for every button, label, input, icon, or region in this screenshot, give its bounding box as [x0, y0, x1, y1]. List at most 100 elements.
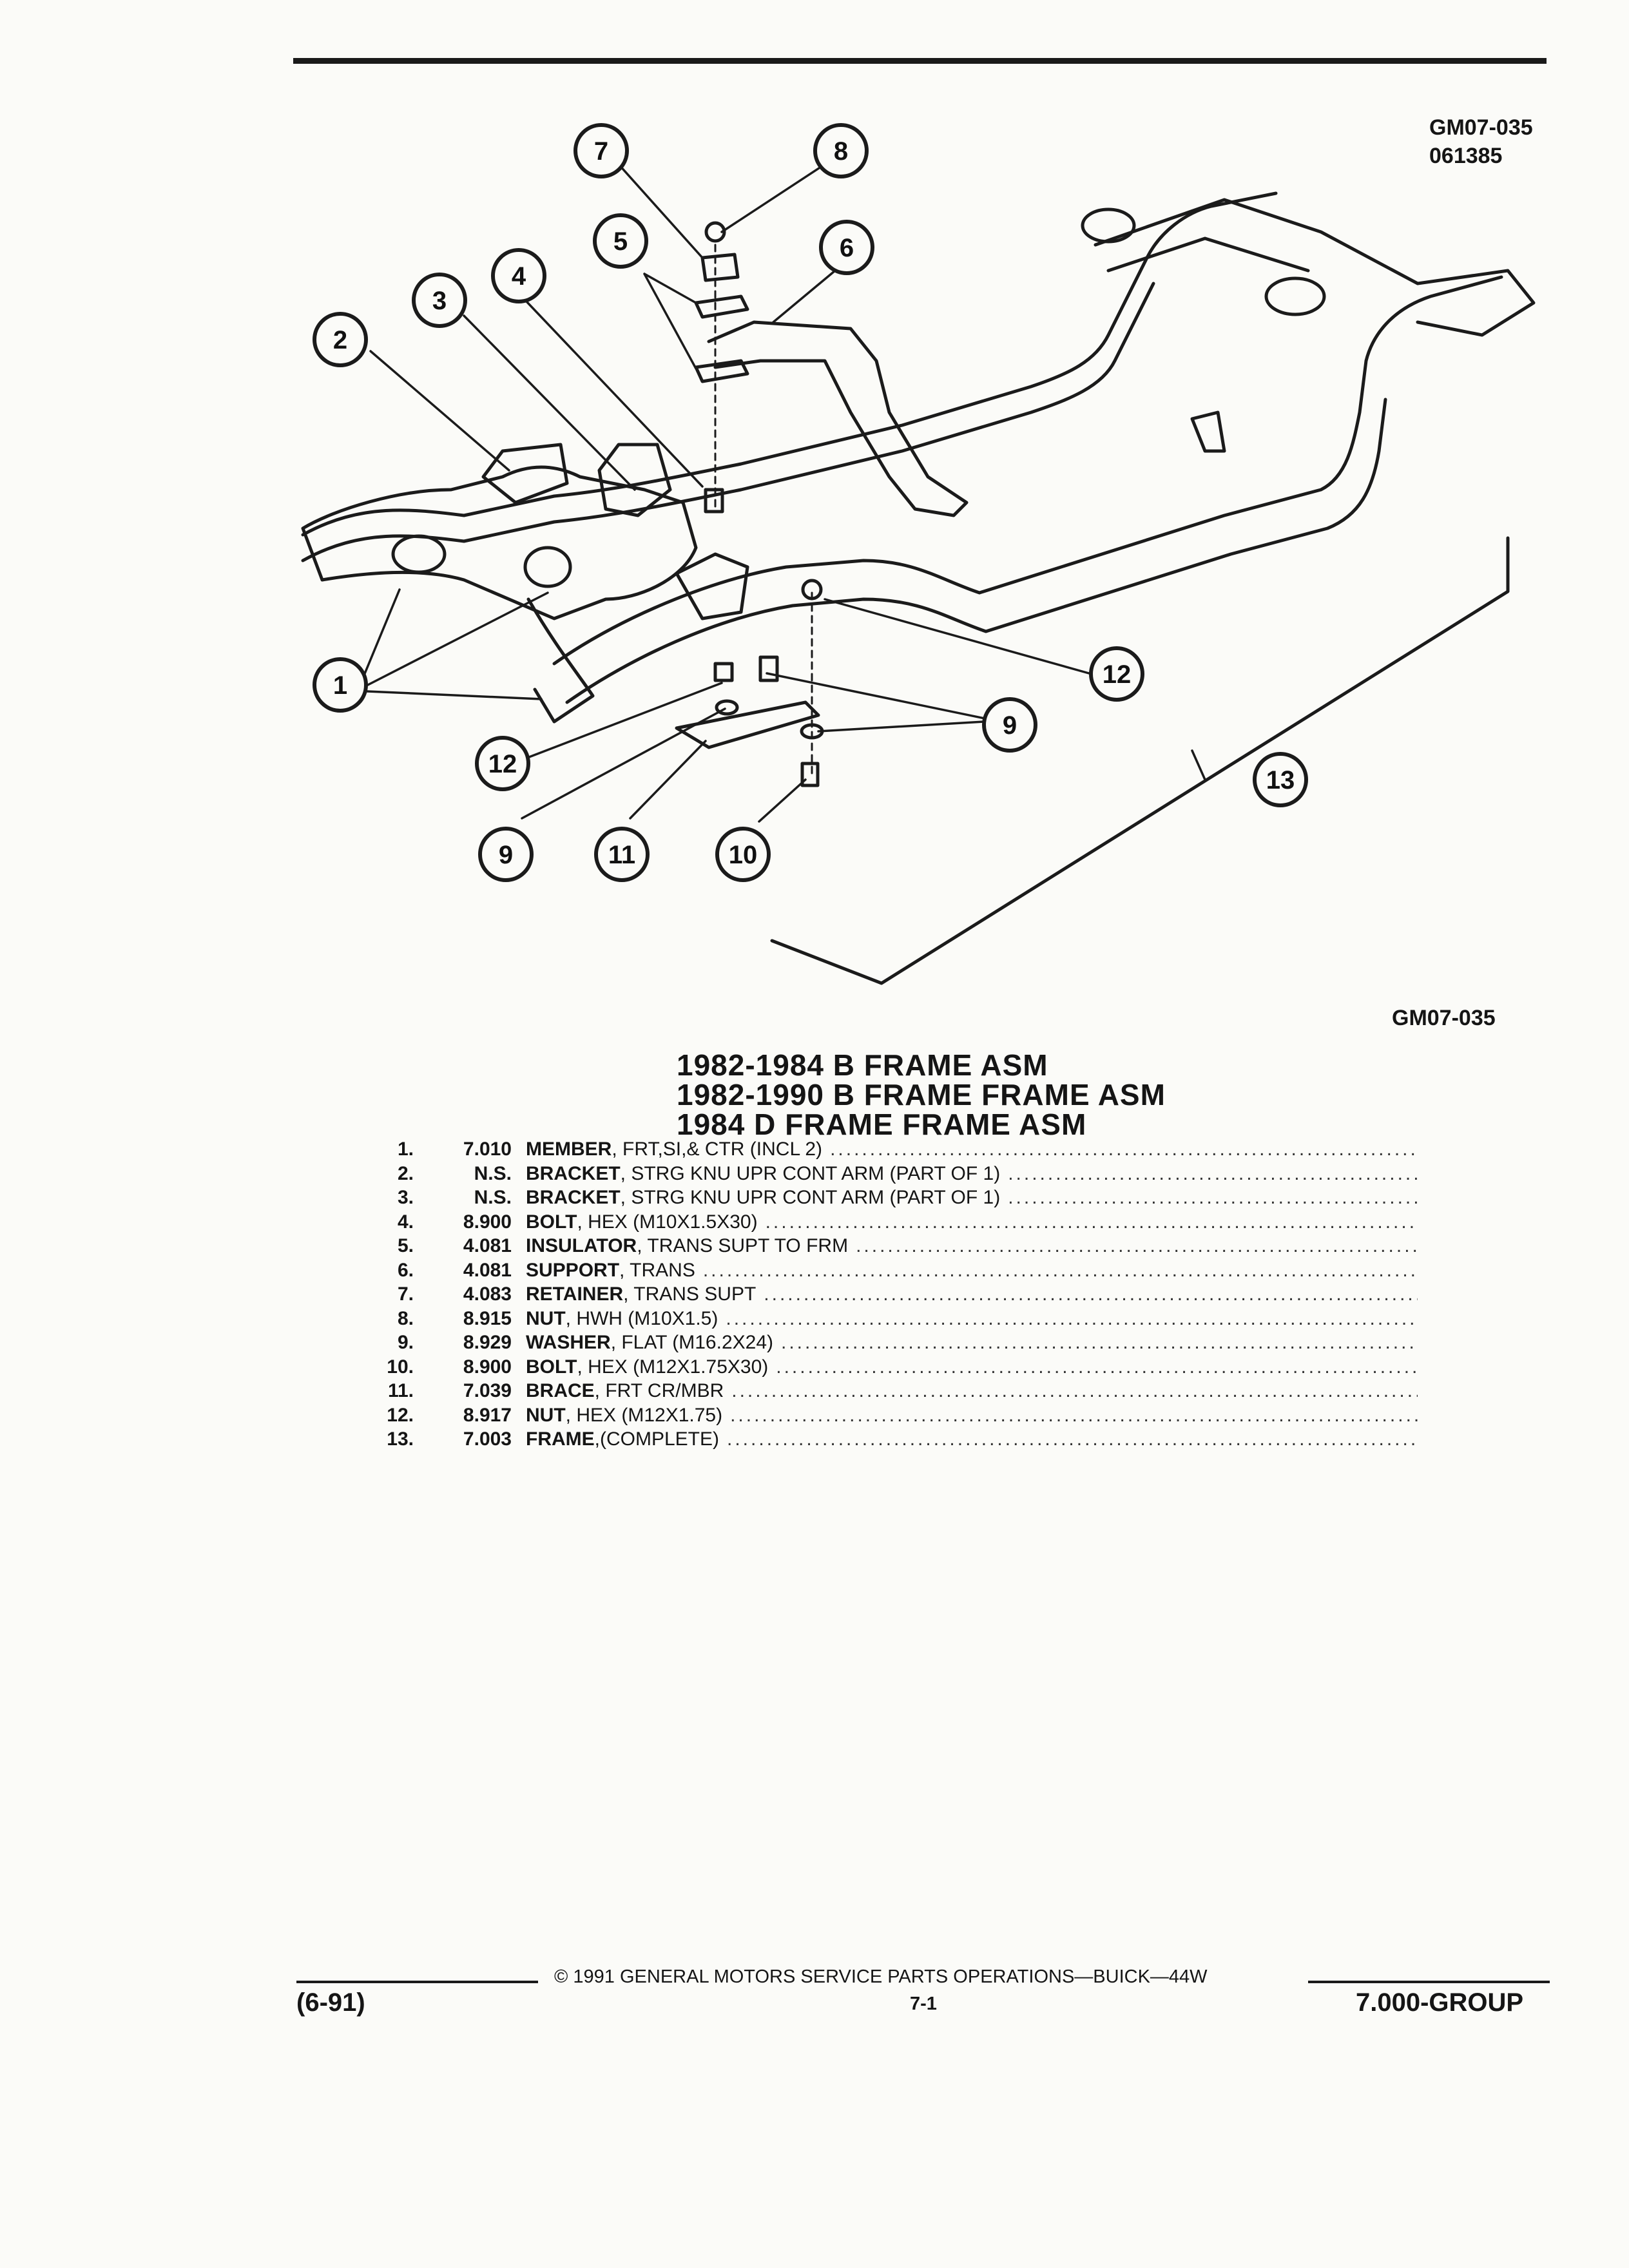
part-number: 3.: [397, 1187, 414, 1208]
part-number: 4.: [397, 1211, 414, 1233]
part-number: 7.: [397, 1283, 414, 1305]
part-number: 10.: [387, 1356, 414, 1378]
footer-group: 7.000-GROUP: [1356, 1988, 1524, 2017]
title-line-2: 1982-1990 B FRAME FRAME ASM: [677, 1078, 1166, 1111]
callout-12a: 12: [1103, 660, 1132, 689]
part-group: N.S.: [474, 1162, 512, 1184]
header-ref-date: 061385: [1429, 144, 1503, 168]
assembly-titles: 1982-1984 B FRAME ASM 1982-1990 B FRAME …: [677, 1050, 1257, 1139]
part-name: RETAINER: [526, 1283, 624, 1305]
part-description: , TRANS SUPT TO FRM: [637, 1235, 849, 1256]
part-name: INSULATOR: [526, 1235, 637, 1256]
callout-9a: 9: [1003, 711, 1017, 740]
header-ref-code: GM07-035: [1429, 115, 1533, 140]
part-name: SUPPORT: [526, 1259, 620, 1281]
part-name: NUT: [526, 1404, 566, 1426]
callout-7: 7: [594, 137, 608, 166]
part-number: 1.: [397, 1139, 414, 1160]
part-group: N.S.: [474, 1187, 512, 1208]
callout-4: 4: [512, 262, 526, 291]
parts-list-row: 11. 7.039 BRACE , FRT CR/MBR..............…: [361, 1379, 1418, 1403]
part-name: BOLT: [526, 1356, 577, 1378]
brace-11: [675, 700, 820, 749]
part-number: 2.: [397, 1162, 414, 1184]
title-line-1: 1982-1984 B FRAME ASM: [677, 1048, 1048, 1082]
parts-list-row: 7. 4.083 RETAINER , TRANS SUPT............…: [361, 1282, 1418, 1307]
dot-leader: ........................................…: [1008, 1162, 1418, 1184]
top-rule: [293, 58, 1547, 64]
part-description: , FRT CR/MBR: [594, 1380, 724, 1401]
dot-leader: ........................................…: [781, 1332, 1418, 1353]
parts-list: 1. 7.010 MEMBER , FRT,SI,& CTR (INCL 2)...…: [361, 1137, 1418, 1452]
part-description: , HEX (M12X1.75): [565, 1404, 723, 1426]
parts-list-row: 10. 8.900 BOLT , HEX (M12X1.75X30)........…: [361, 1355, 1418, 1379]
part-name: BRACE: [526, 1380, 595, 1401]
dot-leader: ........................................…: [730, 1404, 1418, 1426]
callout-1: 1: [333, 671, 347, 700]
part-group: 4.081: [463, 1259, 512, 1281]
parts-list-row: 12. 8.917 NUT , HEX (M12X1.75)............…: [361, 1403, 1418, 1428]
part-number: 6.: [397, 1259, 414, 1281]
dot-leader: ........................................…: [764, 1283, 1418, 1305]
part-group: 8.929: [463, 1332, 512, 1353]
part-name: BOLT: [526, 1211, 577, 1233]
part-group: 8.915: [463, 1307, 512, 1329]
part-group: 7.039: [463, 1380, 512, 1401]
trans-support: [707, 320, 969, 517]
frame-right-rail: [552, 275, 1503, 666]
part-number: 9.: [397, 1332, 414, 1353]
figure-caption-code: GM07-035: [1392, 1006, 1496, 1030]
part-name: FRAME: [526, 1428, 595, 1450]
dot-leader: ........................................…: [731, 1380, 1418, 1401]
part-number: 12.: [387, 1404, 414, 1426]
part-group: 4.083: [463, 1283, 512, 1305]
part-description: , HEX (M12X1.75X30): [577, 1356, 769, 1378]
frame-diagram: 1 2 3 4 5 6 7 8 9 9 10 11 12 12 13: [301, 123, 1536, 985]
part-number: 11.: [387, 1380, 414, 1401]
part-description: , FRT,SI,& CTR (INCL 2): [612, 1139, 823, 1160]
title-line-3: 1984 D FRAME FRAME ASM: [677, 1108, 1087, 1141]
dot-leader: ........................................…: [776, 1356, 1418, 1378]
dot-leader: ........................................…: [765, 1211, 1418, 1233]
part-number: 13.: [387, 1428, 414, 1450]
dot-leader: ........................................…: [1008, 1187, 1418, 1208]
footer-page-number: 7-1: [910, 1994, 937, 2014]
part-group: 8.900: [463, 1356, 512, 1378]
parts-list-row: 9. 8.929 WASHER , FLAT (M16.2X24).........…: [361, 1331, 1418, 1355]
dot-leader: ........................................…: [856, 1235, 1418, 1256]
part-description: , STRG KNU UPR CONT ARM (PART OF 1): [620, 1187, 1001, 1208]
part-description: , TRANS SUPT: [623, 1283, 757, 1305]
part-group: 7.010: [463, 1139, 512, 1160]
callout-13: 13: [1266, 766, 1295, 794]
parts-list-row: 4. 8.900 BOLT , HEX (M10X1.5X30)..........…: [361, 1210, 1418, 1235]
part-group: 8.900: [463, 1211, 512, 1233]
part-number: 5.: [397, 1235, 414, 1256]
part-name: NUT: [526, 1307, 566, 1329]
part-group: 8.917: [463, 1404, 512, 1426]
part-description: , HWH (M10X1.5): [565, 1307, 718, 1329]
dot-leader: ........................................…: [702, 1259, 1418, 1281]
part-group: 4.081: [463, 1235, 512, 1256]
part-name: WASHER: [526, 1332, 611, 1353]
dot-leader: ........................................…: [830, 1139, 1418, 1160]
callout-11: 11: [608, 841, 635, 869]
footer-rule-right: [1308, 1981, 1550, 1983]
callout-8: 8: [834, 137, 848, 166]
dot-leader: ........................................…: [727, 1428, 1418, 1450]
part-name: BRACKET: [526, 1162, 621, 1184]
parts-list-row: 5. 4.081 INSULATOR , TRANS SUPT TO FRM....…: [361, 1234, 1418, 1258]
bracket-2: [481, 443, 569, 505]
part-description: , FLAT (M16.2X24): [610, 1332, 774, 1353]
part-name: MEMBER: [526, 1139, 612, 1160]
parts-list-row: 2.N.S.BRACKET , STRG KNU UPR CONT ARM (P…: [361, 1162, 1418, 1186]
frame-left-rail: [301, 191, 1278, 537]
part-number: 8.: [397, 1307, 414, 1329]
callout-6: 6: [840, 234, 854, 262]
callout-10: 10: [729, 841, 758, 869]
part-group: 7.003: [463, 1428, 512, 1450]
callout-2: 2: [333, 326, 347, 354]
part-description: , HEX (M10X1.5X30): [577, 1211, 758, 1233]
parts-list-row: 3.N.S.BRACKET , STRG KNU UPR CONT ARM (P…: [361, 1186, 1418, 1210]
